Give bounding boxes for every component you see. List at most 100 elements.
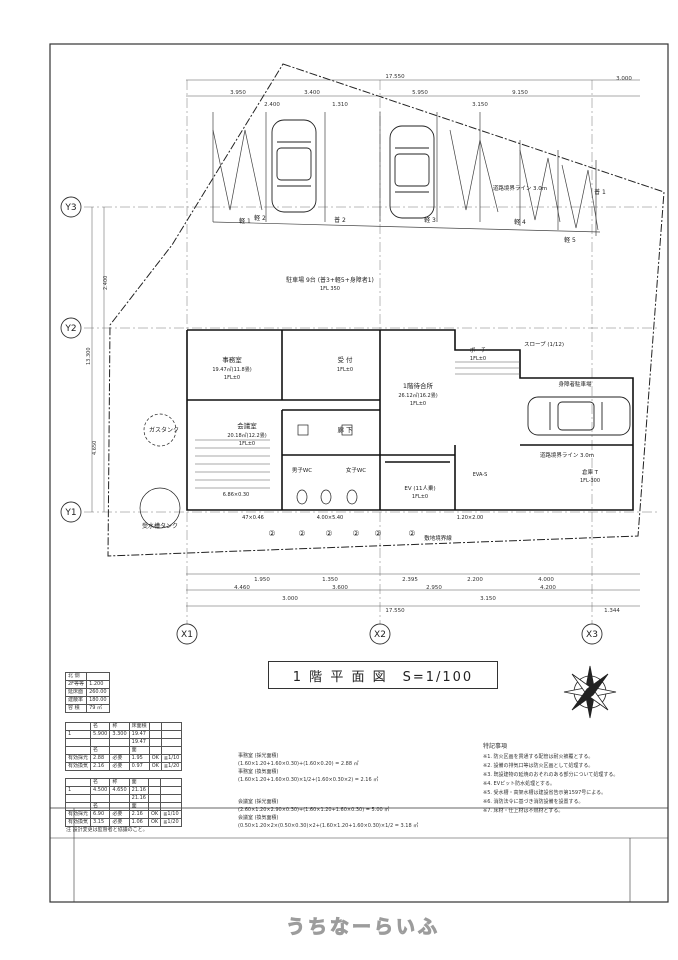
label-handicap-parking: 身障者駐車場 — [558, 380, 592, 388]
dim-left-2: 2.400 — [103, 276, 109, 290]
dim-top-7: 2.400 — [264, 102, 280, 108]
t2-cell: 名 — [90, 746, 111, 755]
room-office: 事務室 — [222, 355, 242, 364]
parking-no-5: 軽 4 — [514, 218, 526, 226]
note-item: ※7. 床材・仕上材は不燃材とする。 — [483, 808, 564, 814]
t1-cell: 2F等等 — [64, 680, 88, 689]
room-consult: 会議室 — [237, 421, 257, 430]
room-elevator-fl: 1FL±0 — [412, 494, 428, 500]
dim-bottom-7: 3.600 — [332, 585, 348, 591]
room-reception-fl: 1FL±0 — [337, 367, 353, 373]
t2-cell: ≧1/20 — [160, 762, 183, 771]
room-office-area: 19.47㎡(11.8畳) — [212, 366, 251, 373]
grid-y-lines — [84, 206, 660, 513]
t2-cell: 1.95 — [128, 754, 150, 763]
label-gas-tank: ガスタンク — [149, 426, 179, 434]
parking-area-label: 駐車場 9台 (普3+軽5+身障者1) — [286, 276, 374, 284]
dim-bottom-total: 17.550 — [385, 608, 405, 614]
calc-line: (1.60×1.20+1.60×0.30)×1/2+(1.60×0.30×2) … — [238, 777, 379, 783]
special-notes: 特記事項 ※1. 防火区画を貫通する配管は耐火被覆とする。 ※2. 設備の排気口… — [483, 742, 653, 816]
label-bottom-1: 47×0.46 — [242, 515, 264, 521]
calc-line: 事務室 (採光面積) — [238, 753, 279, 759]
drawing-title-box: 1 階 平 面 図 S=1/100 — [268, 661, 498, 689]
t2-cell: 5.900 — [90, 730, 111, 739]
parking-no-7: 普 1 — [594, 188, 606, 196]
mark-3: ② — [325, 529, 332, 538]
table-cell — [147, 786, 162, 795]
room-wc-female: 女子WC — [346, 466, 366, 474]
t3-cell: 面 — [128, 778, 150, 787]
parking-no-6: 軽 5 — [564, 236, 576, 244]
building-outline — [186, 329, 634, 511]
t1-cell: 北 側 — [64, 672, 88, 681]
t2-cell: 0.97 — [128, 762, 150, 771]
note-item: ※6. 消防法令に基づき消防設備を設置する。 — [483, 799, 584, 805]
t3-cell: 必要 — [109, 810, 130, 819]
dim-bottom-13: 3.000 — [282, 596, 298, 602]
dim-bottom-10: 4.200 — [540, 585, 556, 591]
parking-no-2: 軽 2 — [254, 214, 266, 222]
mark-1: ② — [268, 529, 275, 538]
table-cell — [148, 730, 162, 739]
room-storage-fl: 1FL-300 — [580, 478, 600, 484]
grid-label-y2: Y2 — [64, 324, 76, 334]
room-consult-fl: 1FL±0 — [239, 441, 255, 447]
t3-cell: 6.90 — [90, 810, 111, 819]
grid-label-y3: Y3 — [64, 203, 76, 213]
note-item: ※3. 既設建物の延焼のおそれのある部分について処理する。 — [483, 772, 619, 778]
dim-bottom-2: 1.350 — [322, 577, 338, 583]
sheet-border — [49, 43, 669, 903]
design-remark: 注 設計変更は監督者と協議のこと。 — [66, 827, 148, 833]
t2-cell: 3.300 — [109, 730, 130, 739]
table-cell — [160, 794, 182, 803]
parking-no-4: 軽 3 — [424, 216, 436, 224]
t2-cell: 必要 — [109, 754, 130, 763]
t2-cell: 有効採光 — [64, 754, 92, 763]
room-waiting-fl: 1FL±0 — [410, 401, 426, 407]
dim-top-5: 3.000 — [616, 76, 632, 82]
t2-cell: 19.47 — [128, 738, 150, 747]
table-cell — [109, 802, 130, 811]
room-elevator: EV (11人乗) — [404, 485, 435, 492]
label-bottom-4: 6.86×0.30 — [223, 492, 249, 498]
grid-label-x3: X3 — [586, 630, 598, 640]
table-cell — [160, 722, 183, 731]
mark-4: ② — [352, 529, 359, 538]
water-tank — [139, 487, 181, 529]
t2-cell: 称 — [109, 722, 130, 731]
grid-x-lines — [186, 80, 593, 624]
label-water-tank: 受水槽タンク — [142, 522, 178, 530]
table-cell — [148, 722, 162, 731]
t3-cell: 面 — [128, 802, 150, 811]
calc-line: 会議室 (採光面積) — [238, 799, 279, 805]
gas-tank — [143, 413, 177, 447]
label-site-line-bottom: 敷地境界線 — [424, 534, 452, 542]
dim-top-total: 17.550 — [385, 74, 405, 80]
t2-cell — [64, 722, 92, 731]
parking-no-1: 軽 1 — [239, 217, 251, 225]
grid-bubble-y3 — [60, 196, 82, 218]
grid-bubble-y1 — [60, 501, 82, 523]
room-office-fl: 1FL±0 — [224, 375, 240, 381]
room-waiting-area: 26.12㎡(16.2畳) — [398, 392, 437, 399]
watermark: うちなーらいふ — [285, 916, 441, 939]
t1-cell — [86, 672, 110, 681]
dim-top-4: 9.150 — [512, 90, 528, 96]
stair-hatch — [195, 361, 520, 489]
t1-cell: 延床面 — [64, 688, 88, 697]
dim-top-3: 5.950 — [412, 90, 428, 96]
dim-bottom-1: 1.950 — [254, 577, 270, 583]
table-cell — [147, 794, 162, 803]
grid-label-x1: X1 — [181, 630, 193, 640]
dim-top-8: 1.310 — [332, 102, 348, 108]
t3-cell: 21.16 — [128, 786, 150, 795]
grid-bubble-x3 — [581, 623, 603, 645]
dim-top-6: 3.150 — [472, 102, 488, 108]
table-cell — [147, 802, 162, 811]
t2-cell: 必要 — [109, 762, 130, 771]
room-porch: ポーチ — [470, 347, 487, 354]
room-waiting: 1階待合所 — [403, 381, 434, 390]
